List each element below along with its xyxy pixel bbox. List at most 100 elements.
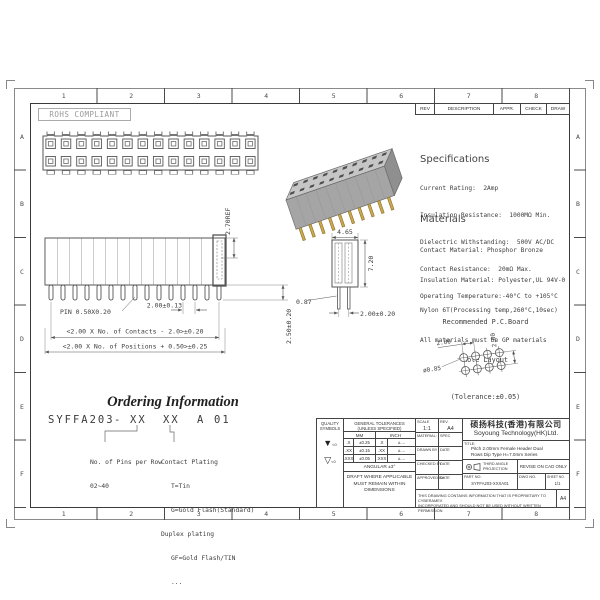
spec-cell: SPEC <box>439 433 462 447</box>
filled-triangle-icon: ▼ <box>323 438 333 448</box>
projection-cell: THIRD ANGLE PROJECTION <box>463 460 518 474</box>
sheet-no-label: SHEET NO. <box>547 475 565 479</box>
title-block: QUALITY SYMBOLS ▼<0 ▽<0 GENERAL TOLERANC… <box>316 418 570 513</box>
corner-mark <box>585 80 594 89</box>
check-col: CHECK <box>521 104 547 114</box>
rev-cell: REV. A4 <box>439 419 462 433</box>
quality-sub: <0 <box>331 459 336 464</box>
sheet-size-box: A4 <box>559 496 567 502</box>
drawn-cell: DRAWN BY <box>416 447 439 461</box>
title-line-1: Pitch 2.00mm Female Header Dual <box>471 446 543 451</box>
company-name-cn: 硕扬科技(香港)有限公司 <box>470 420 562 429</box>
contact-grid <box>43 136 258 170</box>
tol-cell: .XXX <box>343 455 354 463</box>
draw-col: DRAW <box>550 106 566 112</box>
tolerances-cell: GENERAL TOLERANCES (UNLESS SPECIFIED) MM… <box>344 419 416 507</box>
tol-cell: ±0.05 <box>354 455 376 463</box>
specifications-block: Specifications Current Rating: 2Amp Insu… <box>420 135 572 319</box>
corner-mark <box>585 519 594 528</box>
dim-270ref: 2.70REF <box>224 208 232 235</box>
part-no-cell: PART NO. SYFFA203-XXXA01 <box>463 474 518 489</box>
corner-mark <box>6 80 15 89</box>
material-line: Contact Material: Phosphor Bronze <box>420 247 543 254</box>
material-cell: MATERIAL: <box>416 433 439 447</box>
third-angle-projection-icon <box>466 462 481 471</box>
material-line: All materials must be GP materials <box>420 337 547 344</box>
zone-ticks-left <box>14 103 26 508</box>
pcb-note-line: (Tolerance:±0.05) <box>450 393 521 401</box>
front-elevation-view: 2.70REF 2.50±0.20 2.00±0.13 PIN 0.50X0.2… <box>44 208 293 354</box>
rev-label: REV. <box>440 420 449 424</box>
tol-header-2: (UNLESS SPECIFIED) <box>357 425 402 431</box>
quality-symbol-1: ▼<0 <box>317 439 343 448</box>
draft-note: DRAFT WHERE APPLICABLE MUST REMAIN WITHI… <box>346 475 413 493</box>
tol-cell: .XX <box>344 447 354 455</box>
order-code-a: A <box>197 414 206 426</box>
spec-line: Current Rating: 2Amp <box>420 185 499 192</box>
rev-value: A4 <box>447 425 454 432</box>
drawing-title-cell: TITLE: Pitch 2.00mm Female Header Dual R… <box>463 441 569 460</box>
materials-title: Materials <box>420 214 466 225</box>
date-cell: DATE <box>439 475 462 489</box>
scale-value: 1:1 <box>423 425 431 432</box>
pcb-layout-note: Recommended P.C.Board Hole Layout (Toler… <box>418 291 553 429</box>
scale-label: SCALE <box>417 420 430 424</box>
zone-ticks-right <box>574 103 586 508</box>
spec-label: SPEC <box>440 434 451 438</box>
quality-sub: <0 <box>332 442 337 447</box>
revision-table-header: REV DESCRIPTION APPR. CHECK DRAW <box>415 103 570 115</box>
part-no-value: SYFFA203-XXXA01 <box>471 481 509 486</box>
tol-cell: .X <box>376 439 388 447</box>
dim-contacts-formula: <2.00 X No. of Contacts - 2.0>±0.20 <box>67 328 204 336</box>
spec-line: Dielectric Withstanding: 500V AC/DC <box>420 239 555 246</box>
dim-body-height: 7.20 <box>367 256 375 272</box>
dim-pin-width: 0.87 <box>296 298 312 306</box>
tol-cell: ±0.15 <box>354 447 376 455</box>
date-label: DATE <box>440 448 450 452</box>
ordering-title: Ordering Information <box>107 394 239 410</box>
plating-option: G=Gold Flash(Standard) <box>171 507 255 514</box>
spec-line: Operating Temperature:-40°C to +105°C <box>420 293 558 300</box>
dim-row-pitch: 2.00±0.20 <box>360 310 395 318</box>
dwg-no-label: DWG NO. <box>519 475 537 479</box>
pins-range: 02~40 <box>90 483 109 490</box>
material-label: MATERIAL: <box>417 434 437 438</box>
dim-hole-pitch-h: 2.00 <box>436 338 452 347</box>
dim-positions-formula: <2.00 X No. of Positions + 0.50>±0.25 <box>63 343 208 351</box>
company-name-en: Soyoung Technology(HK)Ltd. <box>473 430 559 437</box>
pins-label: No. of Pins per Row <box>90 459 163 466</box>
tol-header-1: GENERAL TOLERANCES <box>354 420 405 426</box>
sheet-no-value: 1/1 <box>554 481 561 486</box>
dim-hole-pitch-v: 2.00 <box>490 332 499 348</box>
order-code-01: 01 <box>214 414 231 426</box>
contact-plating-note: Contact Plating T=Tin G=Gold Flash(Stand… <box>161 443 254 600</box>
revise-note: REVISE ON CAD ONLY <box>518 460 569 474</box>
rohs-label: ROHS COMPLIANT <box>49 110 120 119</box>
spec-line: Insulation Resistance: 1000MΩ Min. <box>420 212 551 219</box>
side-view: 4.65 7.20 0.87 2.00±0.20 <box>296 228 395 318</box>
dwg-no-cell: DWG NO. <box>518 474 546 489</box>
quality-symbol-2: ▽<0 <box>317 456 343 465</box>
order-code-base: SYFFA203 <box>48 414 115 426</box>
approved-cell: APPROVED BY <box>416 475 444 489</box>
pin-detail-box <box>212 234 227 287</box>
company-title-cell: 硕扬科技(香港)有限公司 Soyoung Technology(HK)Ltd. … <box>463 419 569 489</box>
proprietary-line-1: THIS DRAWING CONTAINS INFORMATION THAT I… <box>418 493 546 503</box>
tol-cell: .X <box>344 439 354 447</box>
checked-cell: CHECKED BY <box>416 461 442 475</box>
order-code-plating: XX <box>163 414 180 426</box>
part-no-label: PART NO. <box>464 475 482 479</box>
dim-body-width: 4.65 <box>337 228 353 236</box>
date-label: DATE <box>440 462 450 466</box>
checked-label: CHECKED BY <box>417 462 442 466</box>
projection-label: THIRD ANGLE PROJECTION <box>483 462 509 471</box>
pcb-hole-layout: 2.00 2.00 ø0.85 <box>423 332 519 379</box>
proprietary-row: THIS DRAWING CONTAINS INFORMATION THAT I… <box>416 489 569 513</box>
zone-ticks-top <box>30 88 570 103</box>
dim-pin-pitch: 2.00±0.13 <box>147 302 182 310</box>
angular-tolerance: ANGULAR ±3° <box>344 463 415 472</box>
quality-header: QUALITY SYMBOLS <box>319 421 341 431</box>
tol-cell: ±.... <box>388 447 415 455</box>
